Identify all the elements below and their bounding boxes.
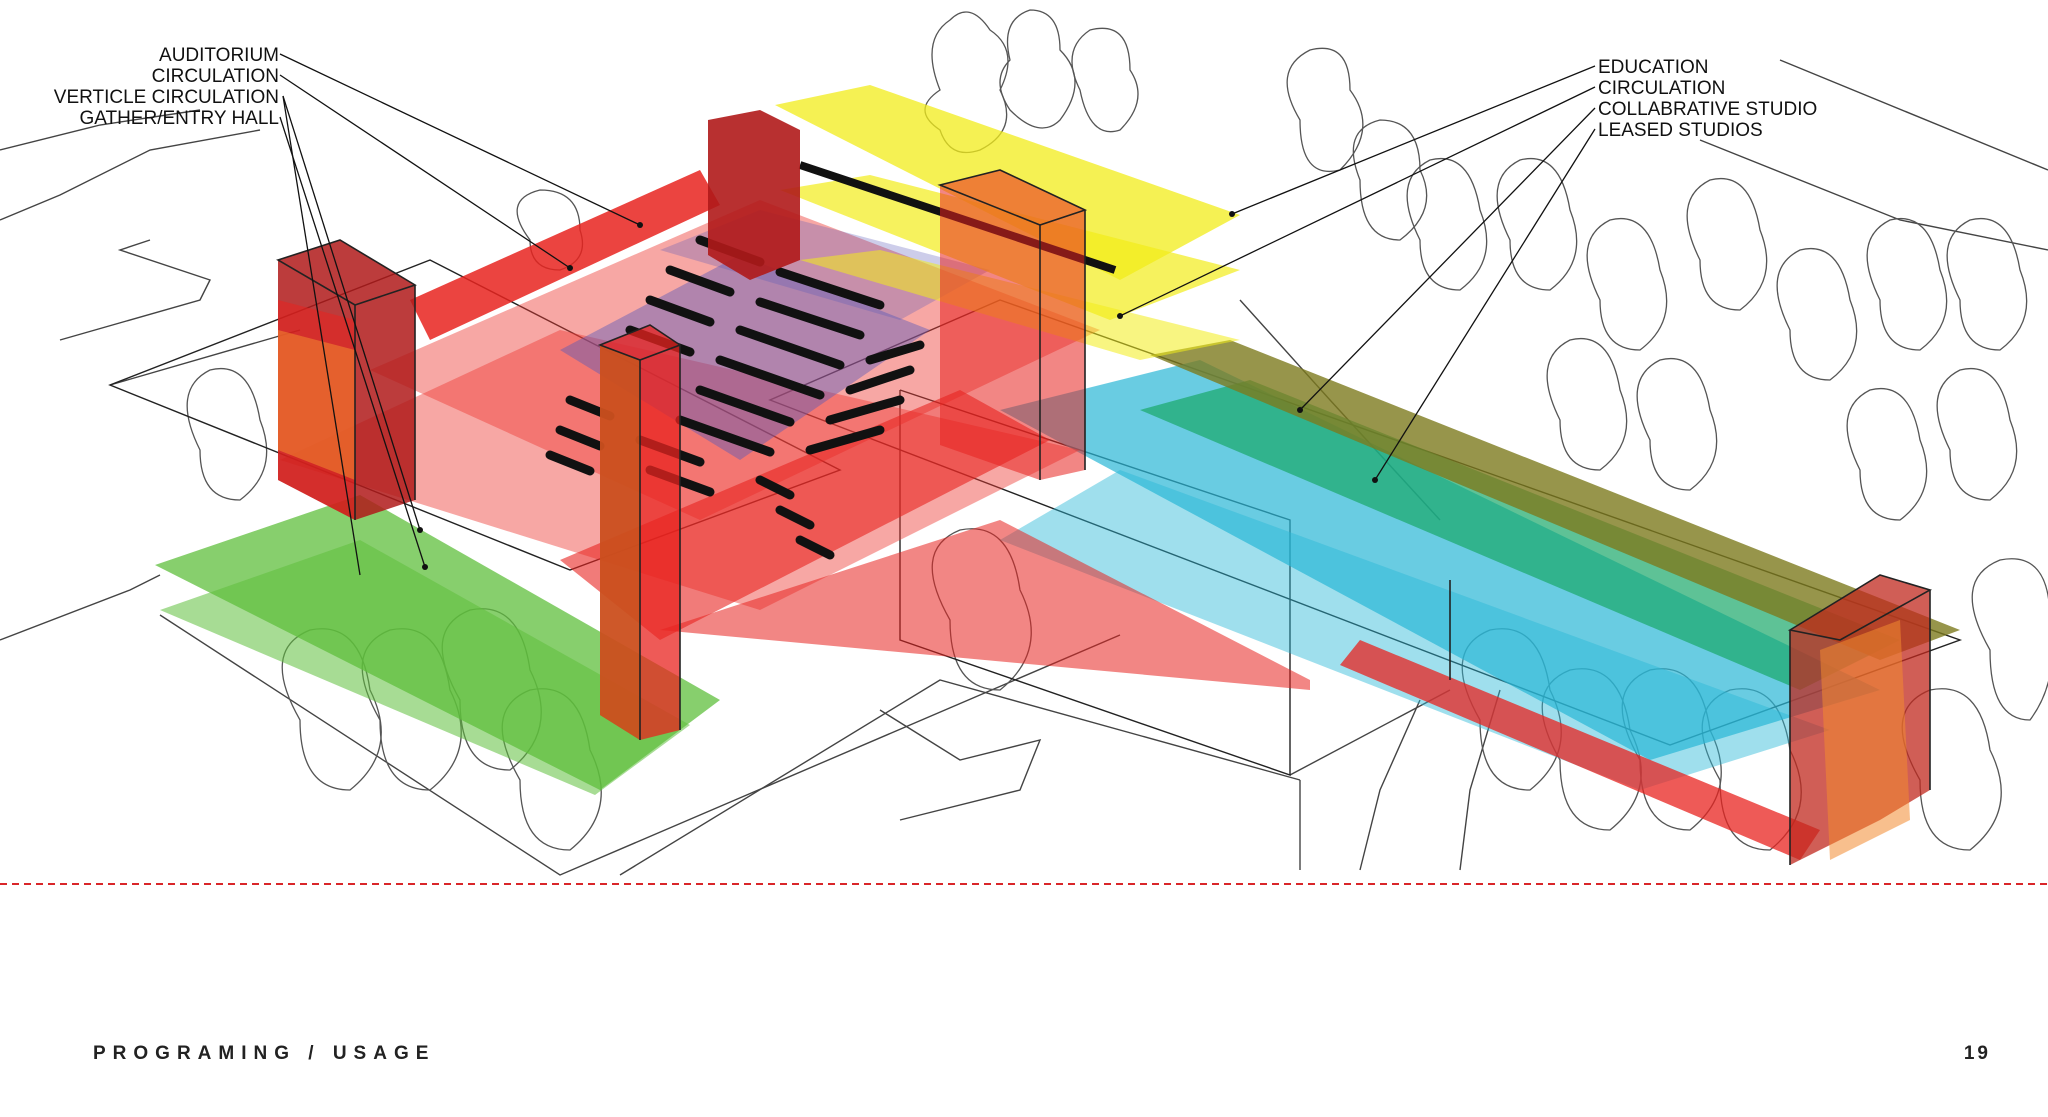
collaborative-studio-volume — [1140, 380, 1900, 690]
site-context — [0, 59, 2048, 876]
labels-right: EDUCATION CIRCULATION COLLABRATIVE STUDI… — [1598, 57, 1817, 141]
olive-band-volume — [1150, 340, 1960, 660]
label-leased-studios: LEASED STUDIOS — [1598, 120, 1763, 141]
leader-lines — [279, 53, 1596, 576]
footer-title: PROGRAMING / USAGE — [93, 1043, 436, 1064]
labels-left: AUDITORIUM CIRCULATION VERTICLE CIRCULAT… — [54, 45, 279, 129]
label-education: EDUCATION — [1598, 57, 1708, 78]
leased-studios-volume — [1000, 360, 1880, 790]
volume-wireframes — [276, 169, 1933, 865]
vertical-circulation-volume — [278, 110, 1930, 865]
label-circulation-left: CIRCULATION — [152, 66, 279, 87]
label-circulation-right: CIRCULATION — [1598, 78, 1725, 99]
label-collabrative-studio: COLLABRATIVE STUDIO — [1598, 99, 1817, 120]
label-gather-entry-hall: GATHER/ENTRY HALL — [79, 108, 279, 129]
leader-dots — [417, 211, 1378, 570]
label-verticle-circulation: VERTICLE CIRCULATION — [54, 87, 279, 108]
label-auditorium: AUDITORIUM — [159, 45, 279, 66]
gather-entry-hall-volume — [155, 495, 720, 795]
page-number: 19 — [1963, 1043, 1991, 1064]
